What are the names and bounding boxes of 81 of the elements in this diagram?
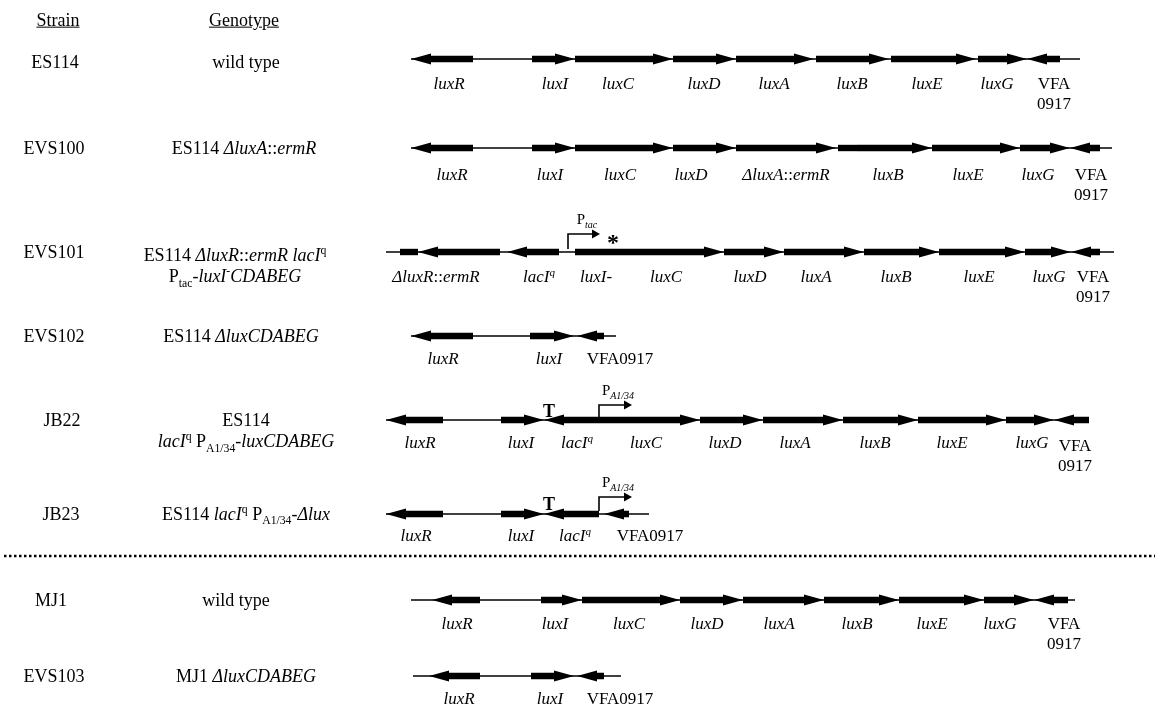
gene-label: luxE [916,614,948,634]
gene-label: luxR [436,165,468,185]
gene-label: luxG [1021,165,1055,185]
gene-label: luxI [541,614,569,634]
gene-label: luxA [779,433,811,453]
gene-label: VFA0917 [616,526,684,546]
gene-label: VFA 0917 [1057,436,1093,476]
mutation-mark: * [607,229,619,257]
gene-label: lacI$^{q}$ [523,267,555,287]
gene-label: luxI [507,526,535,546]
gene-label: luxC [629,433,663,453]
column-header: Strain [36,9,80,31]
gene-label: luxC [649,267,683,287]
gene-label: luxC [603,165,637,185]
gene-label: luxD [690,614,724,634]
gene-label: VFA 0917 [1075,267,1111,307]
gene-label: luxC [612,614,646,634]
gene-label: luxR [441,614,473,634]
promoter-label: P$_{A1/34}$ [601,474,635,492]
genotype-text: ES114 ΔluxA::ermR [171,137,317,159]
gene-label: ΔluxR::ermR [392,267,480,287]
terminator-label: T [543,400,555,422]
genotype-text: ES114 lacI$^{q}$ P$_{A1/34}$-Δlux [162,503,330,525]
gene-label: luxI [536,689,564,709]
row-label: JB22 [43,409,81,431]
row-label: MJ1 [35,589,67,611]
gene-label: luxB [841,614,873,634]
promoter-label: P$_{tac}$ [576,211,598,229]
row-label: ES114 [31,51,79,73]
column-header: Genotype [209,9,279,31]
gene-label: luxD [674,165,708,185]
gene-label: luxR [427,349,459,369]
gene-label: lacI$^{q}$ [559,526,591,546]
row-label: EVS102 [23,325,85,347]
gene-label: VFA0917 [586,349,654,369]
gene-label: VFA 0917 [1073,165,1109,205]
gene-label: luxI [535,349,563,369]
terminator-label: T [543,493,555,515]
gene-label: luxA [763,614,795,634]
genotype-text: wild type [212,51,280,73]
gene-label: luxB [880,267,912,287]
gene-label: luxG [980,74,1014,94]
gene-label: luxB [859,433,891,453]
gene-label: luxE [911,74,943,94]
gene-label: VFA 0917 [1036,74,1072,114]
gene-label: luxG [983,614,1017,634]
gene-label: lacI$^{q}$ [561,433,593,453]
gene-label: luxR [400,526,432,546]
gene-label: luxA [800,267,832,287]
gene-label: luxR [443,689,475,709]
gene-label: luxD [733,267,767,287]
gene-label: luxD [708,433,742,453]
gene-label: luxI [541,74,569,94]
gene-label: luxE [963,267,995,287]
gene-label: luxB [836,74,868,94]
gene-label: luxR [433,74,465,94]
gene-label: luxI- [579,267,613,287]
gene-label: luxC [601,74,635,94]
gene-label: ΔluxA::ermR [742,165,830,185]
gene-label: luxI [507,433,535,453]
gene-label: luxG [1032,267,1066,287]
gene-label: luxB [872,165,904,185]
row-label: EVS101 [23,241,85,263]
gene-label: luxE [936,433,968,453]
row-label: EVS100 [23,137,85,159]
gene-label: VFA 0917 [1046,614,1082,654]
gene-label: luxA [758,74,790,94]
genotype-text: ES114 ΔluxR::ermR lacI$^{q}$ P$_{tac}$-luxI$^{-}$CDABEG [142,245,328,287]
gene-label: luxI [536,165,564,185]
genotype-text: wild type [202,589,270,611]
row-label: EVS103 [23,665,85,687]
row-label: JB23 [42,503,80,525]
genotype-text: MJ1 ΔluxCDABEG [175,665,317,687]
promoter-label: P$_{A1/34}$ [601,382,635,400]
gene-label: VFA0917 [586,689,654,709]
gene-label: luxE [952,165,984,185]
gene-label: luxD [687,74,721,94]
genotype-text: ES114 ΔluxCDABEG [163,325,319,347]
gene-label: luxR [404,433,436,453]
gene-label: luxG [1015,433,1049,453]
genotype-text: ES114 lacI$^{q}$ P$_{A1/34}$-luxCDABEG [157,410,335,452]
